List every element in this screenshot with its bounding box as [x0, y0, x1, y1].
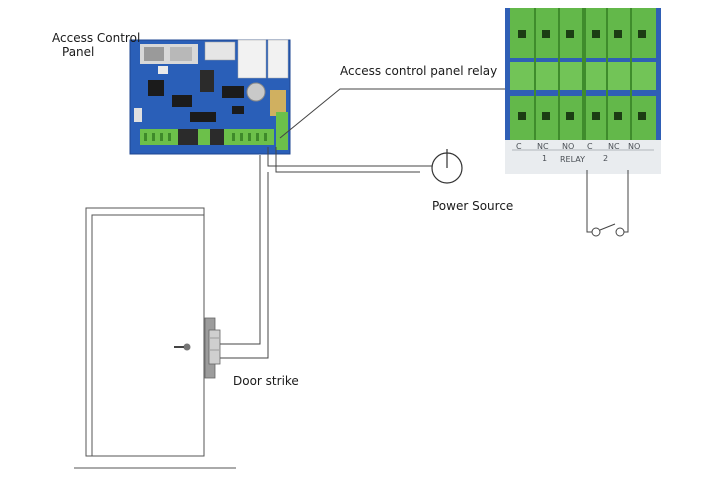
relay-number-label: 2: [603, 154, 608, 163]
relay-terminal-label: NO: [628, 142, 640, 151]
switch-contact-left: [591, 227, 601, 237]
relay-terminal-label: C: [587, 142, 593, 151]
door-strike-device: [204, 317, 221, 379]
switch-blade: [599, 223, 616, 231]
power-source-label: Power Source: [432, 199, 514, 213]
relay-terminal-labels: C NC NO C NC NO RELAY 1 2: [516, 142, 640, 164]
relay-contact-wire-c: [586, 170, 592, 233]
relay-terminal-label: NC: [537, 142, 549, 151]
wire-to-strike-2: [220, 172, 269, 359]
relay-number-label: 1: [542, 154, 547, 163]
relay-label: Access control panel relay: [340, 64, 498, 78]
wire-panel-to-power-2: [275, 147, 420, 173]
door-strike-label: Door strike: [233, 374, 299, 388]
relay-leader-line: [279, 88, 505, 139]
relay-terminal-label: NO: [562, 142, 574, 151]
door-illustration: [74, 207, 236, 469]
wiring: [220, 88, 629, 359]
relay-contact-wire-no: [624, 170, 629, 233]
power-icon: [431, 149, 463, 184]
wire-panel-to-power-1: [267, 147, 432, 167]
relay-terminal-label: C: [516, 142, 522, 151]
switch-contact-right: [615, 227, 625, 237]
panel-title-line2: Panel: [62, 45, 95, 59]
panel-title-line1: Access Control: [52, 31, 141, 45]
access-control-panel-board: [129, 39, 291, 155]
relay-closeup-photo: [505, 8, 661, 174]
wire-to-strike-1: [220, 155, 261, 345]
door-handle-icon: [174, 343, 191, 351]
relay-terminal-label: NC: [608, 142, 620, 151]
relay-word-label: RELAY: [560, 155, 585, 164]
